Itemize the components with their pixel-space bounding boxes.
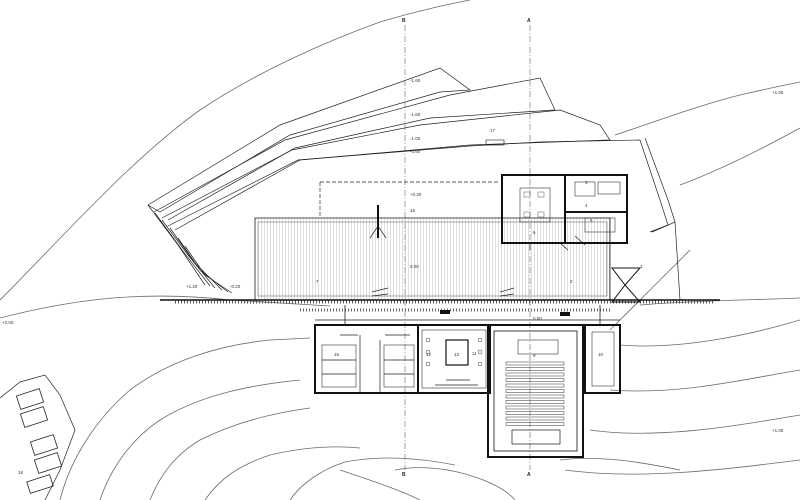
landscape-terraces	[147, 67, 681, 301]
auditorium-seat-row	[505, 405, 565, 410]
section-marker-a-bottom: A	[527, 472, 531, 478]
level-terrace-4: -0.60	[410, 149, 421, 154]
level-hall-top: +0.20	[410, 192, 422, 197]
auditorium-seat-row	[505, 411, 565, 415]
room-number-13: 13	[454, 352, 460, 357]
auditorium	[487, 324, 621, 458]
auditorium-seat-row	[505, 416, 565, 421]
auditorium-seat-row	[505, 372, 565, 377]
adjacent-buildings-west	[0, 374, 76, 500]
auditorium-seat-row	[505, 378, 565, 382]
room-number-11: 11	[472, 351, 477, 356]
auditorium-seat-row	[505, 383, 565, 388]
room-number-5: 5	[590, 218, 593, 223]
section-marker-a-top: A	[527, 18, 531, 24]
room-number-15: 15	[334, 352, 340, 357]
section-marker-b-top: B	[402, 18, 406, 24]
auditorium-seat-row	[505, 361, 565, 366]
room-number-7: 7	[316, 279, 319, 284]
room-number-10: 10	[598, 352, 604, 357]
level-west-2: -0.20	[230, 284, 241, 289]
level-west-1: +1.20	[186, 284, 198, 289]
level-terrace-3: -1.00	[410, 136, 421, 141]
corridor-link	[315, 305, 620, 325]
level-left-edge: +2.00	[2, 320, 14, 325]
auditorium-seat-row	[505, 394, 565, 399]
main-hall	[160, 181, 720, 312]
room-number-18: 18	[18, 470, 24, 475]
auditorium-seat-row	[505, 367, 565, 371]
level-hall-floor: 0.00	[410, 264, 419, 269]
room-number-9: 9	[533, 353, 536, 358]
room-number-17: 17	[490, 128, 496, 133]
room-number-2: 2	[570, 279, 573, 284]
level-bottom-right: +1.00	[772, 428, 784, 433]
room-number-12: 12	[426, 352, 432, 357]
level-entry: 0.00	[533, 316, 542, 321]
room-number-16: 16	[410, 208, 416, 213]
section-marker-b-bottom: B	[402, 472, 406, 478]
level-terrace-2: -1.60	[410, 112, 421, 117]
south-wing	[314, 324, 491, 394]
level-top-right: +1.00	[772, 90, 784, 95]
room-number-1: 1	[640, 264, 643, 269]
auditorium-seat-row	[505, 389, 565, 393]
office-block	[501, 174, 628, 251]
auditorium-seat-row	[505, 400, 565, 404]
room-number-3: 3	[585, 180, 588, 185]
room-number-6: 6	[533, 230, 536, 235]
room-number-4: 4	[585, 203, 588, 208]
auditorium-seat-row	[505, 422, 565, 426]
level-terrace-1: -1.60	[410, 78, 421, 83]
